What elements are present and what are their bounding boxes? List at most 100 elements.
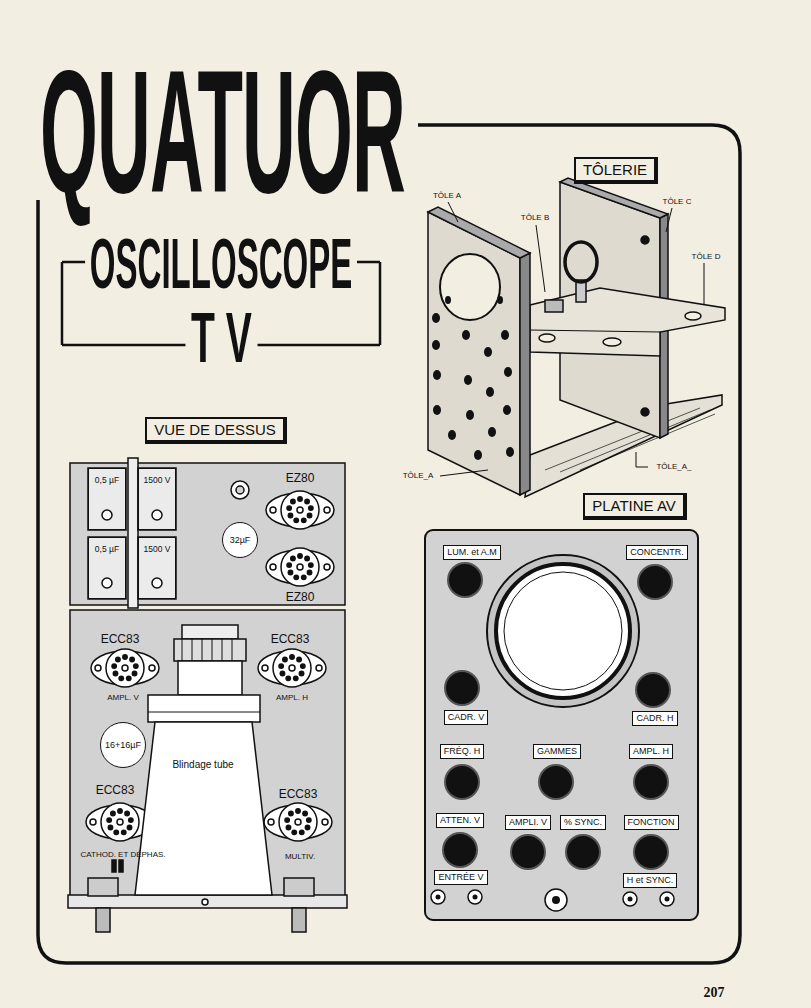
terminal-post [96, 908, 110, 932]
grommet [236, 486, 244, 494]
switch [119, 860, 123, 872]
screw [202, 899, 208, 905]
capacitor-label: 1500 V [138, 468, 176, 530]
hatch [192, 639, 193, 661]
label-text: 32µF [230, 535, 251, 545]
label-text: AMPLI. V [509, 817, 547, 828]
label-text: H et SYNC. [627, 875, 674, 886]
label-text: 1500 V [139, 544, 175, 554]
chassis [70, 610, 345, 897]
control-label: GAMMES [533, 744, 581, 759]
part-label: TÔLE C [661, 197, 694, 206]
label-text: FRÉQ. H [444, 746, 481, 757]
leader-line [440, 470, 488, 476]
tube-socket [266, 548, 334, 586]
title-box: OSCILLOSCOPET V [60, 228, 382, 368]
tube-shield [135, 722, 272, 895]
section-heading: PLATINE AV [583, 493, 687, 520]
control-label: CADR. V [444, 710, 489, 725]
part-label: TÔLE_A [401, 471, 436, 480]
crt-screen [504, 572, 622, 690]
front-panel [425, 530, 698, 920]
control-label: FONCTION [624, 815, 679, 830]
plate-edge [560, 178, 668, 218]
front-panel-drawing [425, 530, 698, 920]
control-label: AMPLI. V [505, 815, 551, 830]
section-heading: VUE DE DESSUS [145, 417, 287, 444]
label-text: % SYNC. [564, 817, 602, 828]
terminal [152, 578, 162, 588]
terminal [152, 510, 162, 520]
grommet [231, 481, 249, 499]
sheet-metal-drawing [428, 178, 725, 497]
hatch [222, 639, 223, 661]
hole [685, 312, 701, 320]
clamp [545, 300, 563, 312]
capacitor-label: 0,5 µF [88, 537, 126, 599]
capacitor [138, 537, 176, 599]
capacitor-label: 0,5 µF [88, 468, 126, 530]
label-text: CADR. V [448, 712, 485, 723]
control-label: AMPL. H [629, 744, 673, 759]
box-line [61, 262, 64, 345]
shield-collar [148, 695, 260, 722]
control-label: FRÉQ. H [440, 744, 485, 759]
terminal-post [292, 908, 306, 932]
hole [539, 334, 555, 342]
chassis-edge [68, 895, 347, 908]
label-text: 16+16µF [105, 740, 141, 750]
tube-label: ECC83 [269, 633, 312, 647]
label-text: CONCENTR. [630, 547, 684, 558]
title-text: OSCILLOSCOPE [85, 229, 357, 299]
label-text: PLATINE AV [592, 497, 676, 514]
side-plate [428, 212, 520, 495]
part-label: TÔLE B [519, 213, 551, 222]
shelf-edge [530, 330, 660, 332]
top-plate [70, 463, 345, 605]
label-text: AMPL. H [633, 746, 669, 757]
crt-hole [440, 254, 500, 320]
capacitor [88, 468, 126, 530]
crt-bezel [487, 555, 639, 707]
tube-socket [264, 803, 332, 841]
jacks [431, 889, 674, 911]
hatch [212, 639, 213, 661]
function-label: AMPL. V [105, 693, 141, 702]
part-label: TÔLE_A_ [654, 462, 693, 471]
label-text: TÔLERIE [583, 161, 647, 178]
label-text: 1500 V [139, 475, 175, 485]
top-view-drawing [68, 458, 347, 932]
terminal [102, 578, 112, 588]
box-line [379, 262, 382, 345]
label-text: 0,5 µF [89, 544, 125, 554]
page-frame [38, 125, 740, 963]
plate-edge [520, 253, 530, 495]
leader-line [448, 202, 458, 222]
capacitor [138, 468, 176, 530]
capacitor-circle: 32µF [222, 522, 258, 558]
label-text: FONCTION [628, 817, 675, 828]
label-text: LUM. et A.M [447, 547, 497, 558]
part-label: Blindage tube [170, 759, 235, 771]
hatch [182, 639, 183, 661]
leader-line [536, 225, 545, 292]
control-label: H et SYNC. [623, 873, 678, 888]
control-label: CONCENTR. [626, 545, 688, 560]
tube-ring [565, 242, 597, 282]
label-text: GAMMES [537, 746, 577, 757]
function-label: AMPL. H [274, 693, 310, 702]
plate-edge [428, 207, 530, 258]
capacitor [88, 537, 126, 599]
tube-label: ECC83 [277, 788, 320, 802]
control-label: ENTRÉE V [434, 870, 487, 885]
crt-socket [174, 639, 246, 661]
page-number: 207 [702, 985, 727, 1001]
hole [603, 338, 621, 346]
connector [88, 878, 118, 896]
hatch [202, 639, 203, 661]
hole [641, 408, 649, 416]
tube-label: EZ80 [284, 472, 317, 486]
label-text: 0,5 µF [89, 475, 125, 485]
control-label: ATTEN. V [436, 813, 484, 828]
